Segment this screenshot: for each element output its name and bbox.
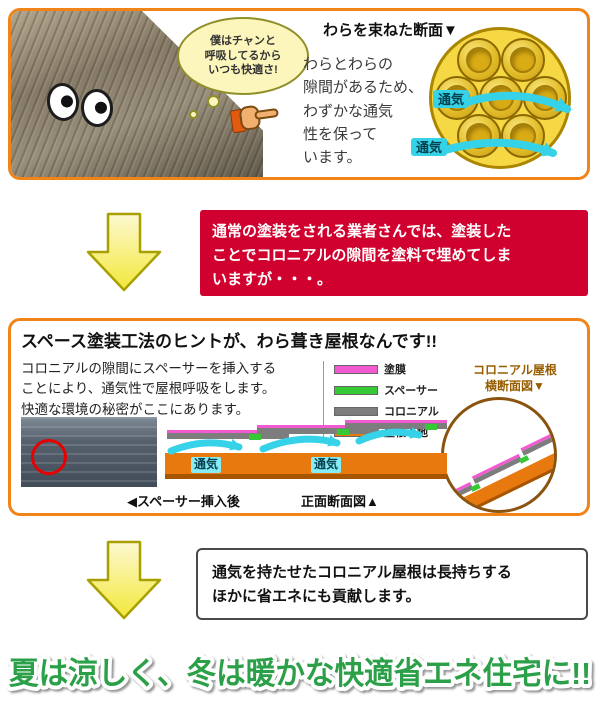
bubble-tail-icon [207,95,220,108]
spacer-block [249,434,261,440]
front-section-diagram: 通気 通気 [165,417,447,485]
caption-spacer-inserted: ◀スペーサー挿入後 [127,494,240,509]
eye-right-icon [79,87,115,129]
airflow-arrow [259,434,341,453]
legend-row: コロニアル [334,403,439,419]
colonial-slab [345,420,447,429]
spacer-method-title: スペース塗装工法のヒントが、わら葺き屋根なんです!! [21,332,438,351]
airflow-arrow-bottom [441,138,558,157]
spacer-block [337,429,349,435]
roof-layer-stack [444,423,554,510]
airflow-label-bg [411,138,447,156]
hand-finger [254,107,280,121]
straw-tube-icon [501,114,545,158]
airflow-arrow [355,427,423,445]
straw-tube-icon [457,38,501,82]
info-box: 通気を持たせたコロニアル屋根は長持ちする ほかに省エネにも貢献します。 [196,548,588,620]
legend-swatch-coating [334,364,378,374]
bubble-tail-icon [189,110,198,119]
section-spacer-method: スペース塗装工法のヒントが、わら葺き屋根なんです!! コロニアルの隙間にスペーサ… [8,318,590,516]
spacer-method-body: コロニアルの隙間にスペーサーを挿入する ことにより、通気性で屋根呼吸をします。 … [21,361,277,417]
eye-left-icon [44,80,82,124]
legend-label: コロニアル [384,406,439,418]
down-arrow-icon [86,212,162,292]
airflow-arrows-svg: 通気 通気 [411,90,572,157]
spacer-block [425,424,437,430]
airflow-label-bg [433,90,469,108]
cross-section-circle-caption: コロニアル屋根 横断面図▼ [473,363,557,393]
straw-section-heading: わらを束ねた断面▼ [323,22,458,39]
airflow-arrow [167,438,243,455]
headline-banner: 夏は涼しく、冬は暖かな快適省エネ住宅に!! [5,652,595,695]
colonial-slab [521,428,554,456]
airflow-label-right: 通気 [311,457,342,473]
roof-base-layer [444,441,554,510]
spacer-block [518,455,530,464]
cross-section-circle [441,397,557,513]
colonial-slab [257,425,379,434]
warning-box: 通常の塗装をされる業者さんでは、塗装した ことでコロニアルの隙間を塗料で埋めてし… [200,210,588,296]
legend-swatch-spacer [334,385,378,395]
airflow-label-top: 通気 [438,92,464,107]
airflow-arrows-svg [167,427,423,455]
legend-swatch-colonial [334,406,378,416]
legend-label: スペーサー [384,385,439,397]
airflow-label-left: 通気 [191,457,222,473]
legend-label: 塗膜 [384,364,406,376]
down-arrow-icon [86,540,162,620]
straw-tube-icon [457,114,501,158]
colonial-slab [167,430,289,439]
legend-row: 塗膜 [334,361,439,377]
airflow-label-bottom: 通気 [416,140,442,155]
airflow-arrow-top [463,91,572,113]
legend-row: スペーサー [334,382,439,398]
section-straw-roof: 僕はチャンと 呼吸してるから いつも快適さ! わらを束ねた断面▼ わらとわらの … [8,8,590,180]
red-circle-marker-icon [31,439,67,475]
thought-bubble: 僕はチャンと 呼吸してるから いつも快適さ! [177,17,309,95]
caption-front-section: 正面断面図▲ [301,494,379,509]
headline-text: 夏は涼しく、冬は暖かな快適省エネ住宅に!! [9,656,591,691]
roof-photo [21,417,157,487]
straw-tube-icon [501,38,545,82]
pointing-hand-icon [229,100,283,137]
straw-section-body: わらとわらの 隙間があるため、 わずかな通気 性を保って います。 [303,56,424,166]
